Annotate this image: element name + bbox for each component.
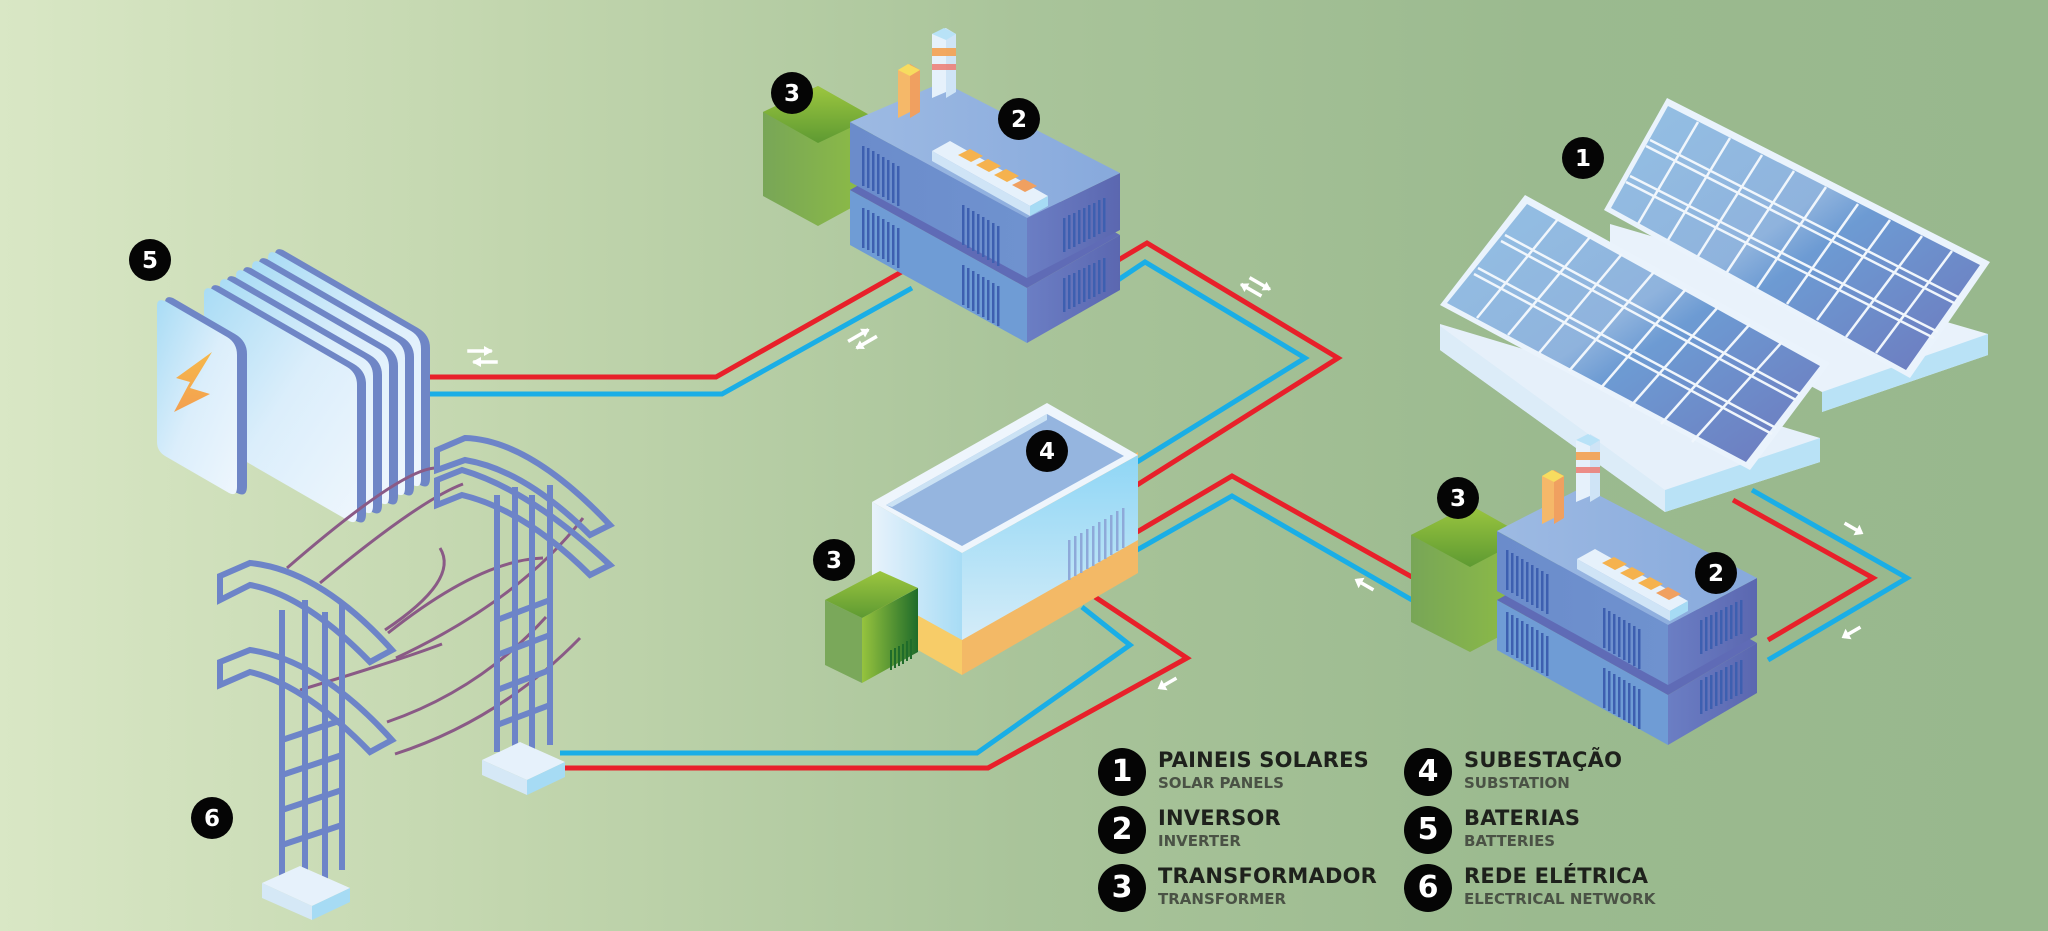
badge-substation: 4 (1026, 430, 1068, 472)
svg-text:2: 2 (1708, 561, 1724, 587)
wires (352, 240, 1912, 771)
legend-number-badge: 6 (1404, 864, 1452, 912)
legend-subtitle: ELECTRICAL NETWORK (1464, 890, 1656, 908)
arrow-icon (1354, 577, 1375, 592)
wire-positive-panel-inverter (1731, 497, 1879, 643)
legend-title: INVERSOR (1158, 806, 1281, 830)
wire-negative-panel-inverter (1750, 487, 1912, 663)
legend-number-badge: 1 (1098, 748, 1146, 796)
batteries (157, 249, 430, 523)
legend-number-badge: 2 (1098, 806, 1146, 854)
solar-panels (1440, 98, 1990, 512)
bidirectional-arrow-icon (1240, 276, 1271, 298)
svg-text:1: 1 (1575, 146, 1591, 172)
badge-batteries: 5 (129, 239, 171, 281)
svg-text:3: 3 (784, 81, 800, 107)
svg-text:3: 3 (826, 548, 842, 574)
legend-title: TRANSFORMADOR (1158, 864, 1378, 888)
legend-subtitle: SUBSTATION (1464, 774, 1570, 792)
wire-negative-battery-inverter (352, 285, 914, 397)
wire-positive-substation-inverter (1135, 473, 1414, 580)
inverter-right (1497, 434, 1757, 745)
badge-transformer-top: 3 (771, 72, 813, 114)
legend-number-badge: 5 (1404, 806, 1452, 854)
badge-inverter-top: 2 (998, 98, 1040, 140)
svg-text:4: 4 (1039, 439, 1055, 465)
transformer-substation (825, 571, 918, 683)
legend-subtitle: INVERTER (1158, 832, 1241, 850)
legend-number-badge: 4 (1404, 748, 1452, 796)
wire-negative-substation-inverter (1135, 493, 1414, 603)
svg-text:6: 6 (204, 806, 220, 832)
wire-negative-inverter-substation (1113, 259, 1310, 465)
arrow-icon (1157, 676, 1178, 691)
legend-title: BATERIAS (1464, 806, 1581, 830)
wire-positive-inverter-substation (1113, 240, 1343, 488)
bidirectional-arrow-icon (467, 346, 498, 367)
legend-title: SUBESTAÇÃO (1464, 748, 1623, 772)
badge-transformer-substation: 3 (813, 539, 855, 581)
badge-inverter-right: 2 (1695, 552, 1737, 594)
flow-arrows (467, 276, 1864, 691)
legend-title: PAINEIS SOLARES (1158, 748, 1369, 772)
electrical-network (217, 434, 616, 920)
badge-transformer-right: 3 (1437, 477, 1479, 519)
legend-subtitle: TRANSFORMER (1158, 890, 1287, 908)
legend-number-badge: 3 (1098, 864, 1146, 912)
bidirectional-arrow-icon (847, 328, 878, 350)
wire-positive-battery-inverter (352, 267, 907, 380)
svg-text:5: 5 (142, 248, 158, 274)
legend-title: REDE ELÉTRICA (1464, 864, 1649, 888)
badge-solar-panels: 1 (1562, 137, 1604, 179)
wire-positive-substation-grid (560, 594, 1192, 771)
svg-text:3: 3 (1450, 486, 1466, 512)
legend-subtitle: BATTERIES (1464, 832, 1556, 850)
svg-text:2: 2 (1011, 107, 1027, 133)
lightning-bolt-icon (174, 352, 212, 412)
badge-electrical-network: 6 (191, 797, 233, 839)
arrow-icon (1841, 625, 1862, 640)
arrow-icon (1843, 521, 1864, 536)
wire-negative-substation-grid (560, 605, 1135, 756)
inverter-top (850, 28, 1120, 343)
legend-subtitle: SOLAR PANELS (1158, 774, 1284, 792)
